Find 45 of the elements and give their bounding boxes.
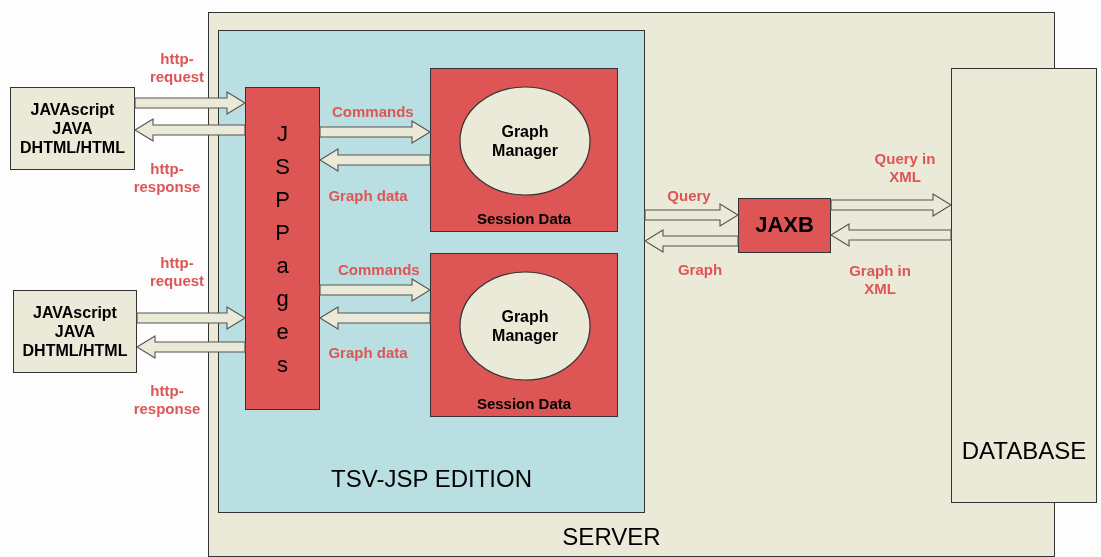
edge-label: Query: [666, 187, 712, 205]
edge-label: Commands: [332, 103, 412, 121]
block-arrow: [829, 223, 952, 247]
edge-label: http- response: [132, 382, 202, 418]
manager-ellipse: [459, 271, 591, 381]
block-arrow: [135, 335, 246, 359]
block-arrow: [319, 120, 432, 144]
node-label: Session Data: [476, 395, 572, 413]
session-box: [430, 68, 618, 232]
block-arrow: [319, 278, 432, 302]
node-label: SERVER: [562, 523, 661, 552]
client-box: [13, 290, 137, 373]
edge-label: Commands: [338, 261, 418, 279]
session-box: [430, 253, 618, 417]
jaxb-box: [738, 198, 831, 253]
node-label: JAVAscript JAVA DHTML/HTML: [21, 302, 129, 361]
edge-label: Graph: [676, 261, 724, 279]
vertical-label: JSP Pages: [274, 119, 291, 379]
block-arrow: [136, 306, 247, 330]
node-label: Graph Manager: [491, 306, 559, 346]
node-label: TSV-JSP EDITION: [331, 465, 532, 494]
manager-ellipse: [459, 86, 591, 196]
jsp-pages-box: [245, 87, 320, 410]
block-arrow: [133, 118, 246, 142]
node-label: Graph Manager: [491, 121, 559, 161]
edge-label: Query in XML: [873, 150, 937, 186]
block-arrow: [644, 203, 740, 227]
node-label: Session Data: [476, 210, 572, 228]
node-label: JAVAscript JAVA DHTML/HTML: [19, 99, 126, 158]
database-box: [951, 68, 1097, 503]
node-label: DATABASE: [961, 437, 1087, 466]
edge-label: Graph data: [327, 344, 409, 362]
edge-label: Graph data: [327, 187, 409, 205]
block-arrow: [643, 229, 739, 253]
block-arrow: [134, 91, 247, 115]
edge-label: http- request: [148, 254, 206, 290]
edge-label: http- response: [132, 160, 202, 196]
block-arrow: [318, 306, 431, 330]
edge-label: http- request: [148, 50, 206, 86]
node-label: JAXB: [755, 212, 814, 239]
block-arrow: [318, 148, 431, 172]
edition-panel: [218, 30, 645, 513]
edge-label: Graph in XML: [848, 262, 912, 298]
client-box: [10, 87, 135, 170]
block-arrow: [830, 193, 953, 217]
